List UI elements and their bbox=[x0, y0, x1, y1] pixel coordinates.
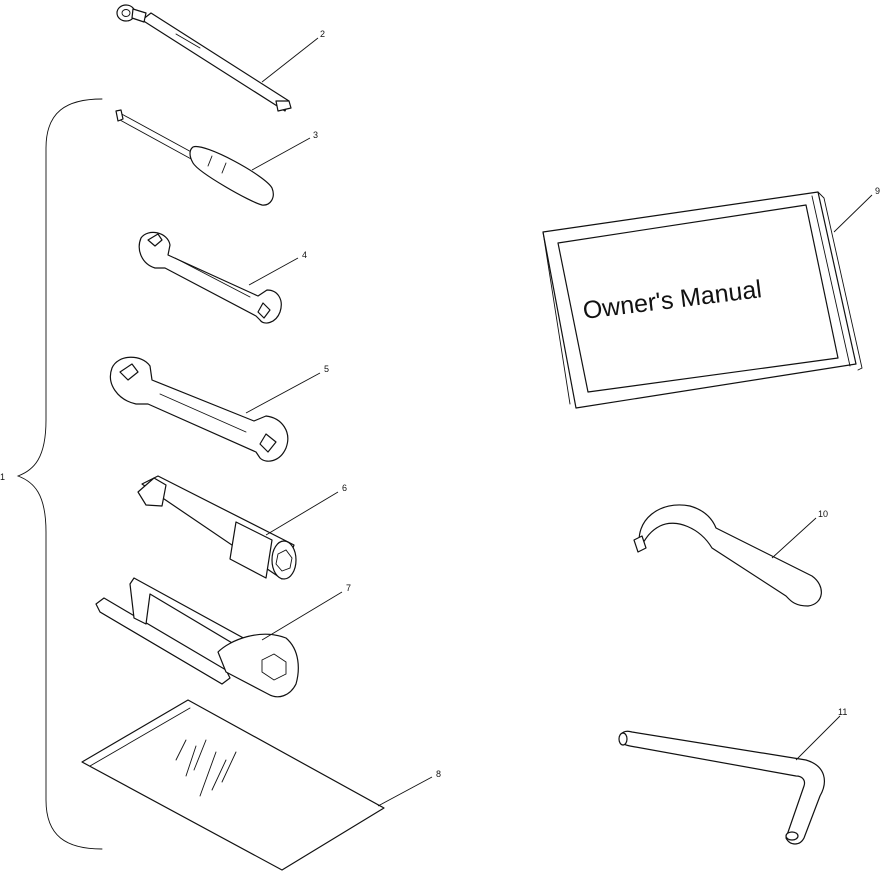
group-brace bbox=[16, 98, 103, 850]
callout-10: 10 bbox=[818, 509, 828, 519]
leader-7 bbox=[261, 591, 343, 641]
leader-4 bbox=[248, 257, 299, 286]
wrench-handle bbox=[95, 577, 299, 698]
callout-7: 7 bbox=[346, 583, 351, 593]
callout-1: 1 bbox=[0, 472, 5, 482]
owners-manual: Owner's Manual bbox=[542, 191, 863, 409]
callout-2: 2 bbox=[320, 29, 325, 39]
leader-8 bbox=[377, 776, 433, 807]
leader-2 bbox=[261, 37, 319, 83]
large-wrench bbox=[109, 356, 289, 462]
hex-key bbox=[618, 730, 825, 845]
hook-spanner-wrench bbox=[633, 504, 822, 607]
callout-3: 3 bbox=[313, 130, 318, 140]
leader-3 bbox=[251, 137, 311, 171]
pen-tool bbox=[116, 4, 292, 112]
leader-5 bbox=[245, 372, 321, 414]
callout-8: 8 bbox=[436, 769, 441, 779]
screwdriver bbox=[115, 109, 274, 206]
callout-9: 9 bbox=[875, 186, 880, 196]
callout-4: 4 bbox=[302, 250, 307, 260]
callout-5: 5 bbox=[324, 364, 329, 374]
callout-11: 11 bbox=[838, 707, 847, 717]
leader-9 bbox=[833, 194, 873, 233]
small-wrench bbox=[138, 231, 282, 324]
callout-6: 6 bbox=[342, 483, 347, 493]
spark-plug-socket bbox=[137, 475, 297, 580]
leader-6 bbox=[265, 491, 339, 536]
leader-11 bbox=[795, 715, 841, 761]
leader-10 bbox=[771, 517, 817, 559]
tool-bag bbox=[81, 699, 385, 871]
